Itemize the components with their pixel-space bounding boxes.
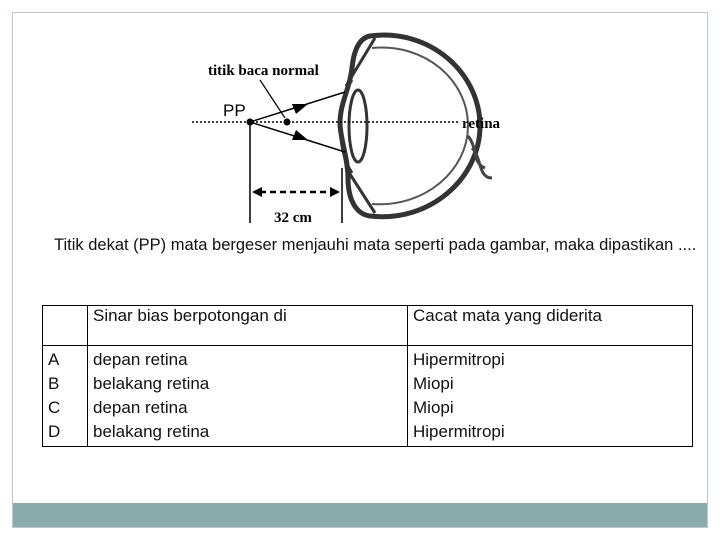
distance-arrowhead-right: [330, 187, 340, 197]
defect-cell: Hipermitropi Miopi Miopi Hipermitropi: [407, 345, 693, 447]
option-letter: C: [48, 398, 61, 417]
label-pointer: [259, 79, 286, 119]
option-defect: Miopi: [413, 374, 454, 393]
option-letter: A: [48, 350, 60, 369]
label-retina: retina: [462, 116, 501, 132]
header-letter: [42, 305, 88, 346]
label-titik-baca-normal: titik baca normal: [208, 63, 319, 79]
eye-inner-shape: [371, 46, 470, 206]
point-normal: [283, 118, 291, 126]
option-focus: depan retina: [93, 398, 188, 417]
iris-top: [344, 37, 377, 87]
option-focus: belakang retina: [93, 422, 210, 441]
table-body-row: A B C D depan retina belakang retina dep…: [42, 345, 693, 447]
iris-bottom: [344, 167, 377, 214]
header-focus: Sinar bias berpotongan di: [87, 305, 408, 346]
option-letter: D: [48, 422, 61, 441]
letters-cell: A B C D: [42, 345, 88, 447]
option-defect: Hipermitropi: [413, 350, 505, 369]
option-focus: belakang retina: [93, 374, 210, 393]
arrowhead-top: [292, 104, 308, 114]
lens: [347, 88, 369, 164]
option-letter: B: [48, 374, 60, 393]
focus-cell: depan retina belakang retina depan retin…: [87, 345, 408, 447]
optic-nerve: [466, 135, 493, 180]
header-defect: Cacat mata yang diderita: [407, 305, 693, 346]
bottom-bar: [13, 503, 707, 527]
option-defect: Miopi: [413, 398, 454, 417]
label-32cm: 32 cm: [274, 210, 312, 226]
option-defect: Hipermitropi: [413, 422, 505, 441]
answer-table: Sinar bias berpotongan di Cacat mata yan…: [42, 305, 693, 447]
question-text: Titik dekat (PP) mata bergeser menjauhi …: [54, 236, 697, 254]
distance-arrowhead-left: [252, 187, 262, 197]
option-focus: depan retina: [93, 350, 188, 369]
arrowhead-bottom: [292, 130, 308, 140]
eye-diagram: titik baca normal PP retina 32 cm: [192, 32, 501, 226]
table-header-row: Sinar bias berpotongan di Cacat mata yan…: [42, 305, 693, 346]
label-pp: PP: [223, 101, 246, 120]
cornea: [338, 79, 354, 174]
